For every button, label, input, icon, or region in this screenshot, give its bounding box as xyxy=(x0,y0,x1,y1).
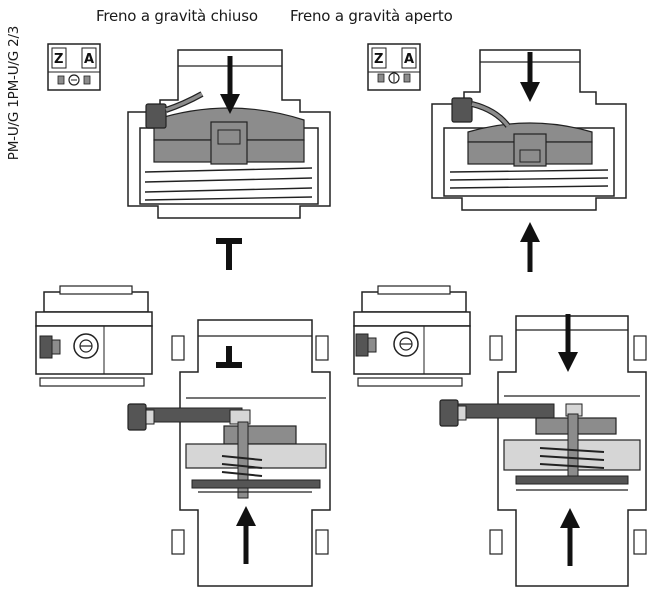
t-symbol-inverted-bar xyxy=(216,362,242,368)
switch-letter-a-open: A xyxy=(404,52,414,67)
switch-indicator-closed: Z A xyxy=(47,43,101,91)
valve-body-open xyxy=(439,314,647,587)
switch-indicator-open: Z A xyxy=(367,43,421,91)
switch-letter-a: A xyxy=(84,52,94,67)
switch-letter-z: Z xyxy=(54,52,63,67)
caption-brake-open: Freno a gravità aperto xyxy=(290,7,453,25)
brake-section-closed xyxy=(127,49,331,219)
brake-section-open xyxy=(431,49,627,211)
switch-letter-z-open: Z xyxy=(374,52,383,67)
side-view-open xyxy=(353,285,471,387)
t-symbol-inverted-stem xyxy=(226,346,232,364)
caption-brake-closed: Freno a gravità chiuso xyxy=(96,7,258,25)
side-view-closed xyxy=(35,285,153,387)
t-symbol-closed xyxy=(216,238,242,270)
valve-body-closed xyxy=(127,319,331,587)
